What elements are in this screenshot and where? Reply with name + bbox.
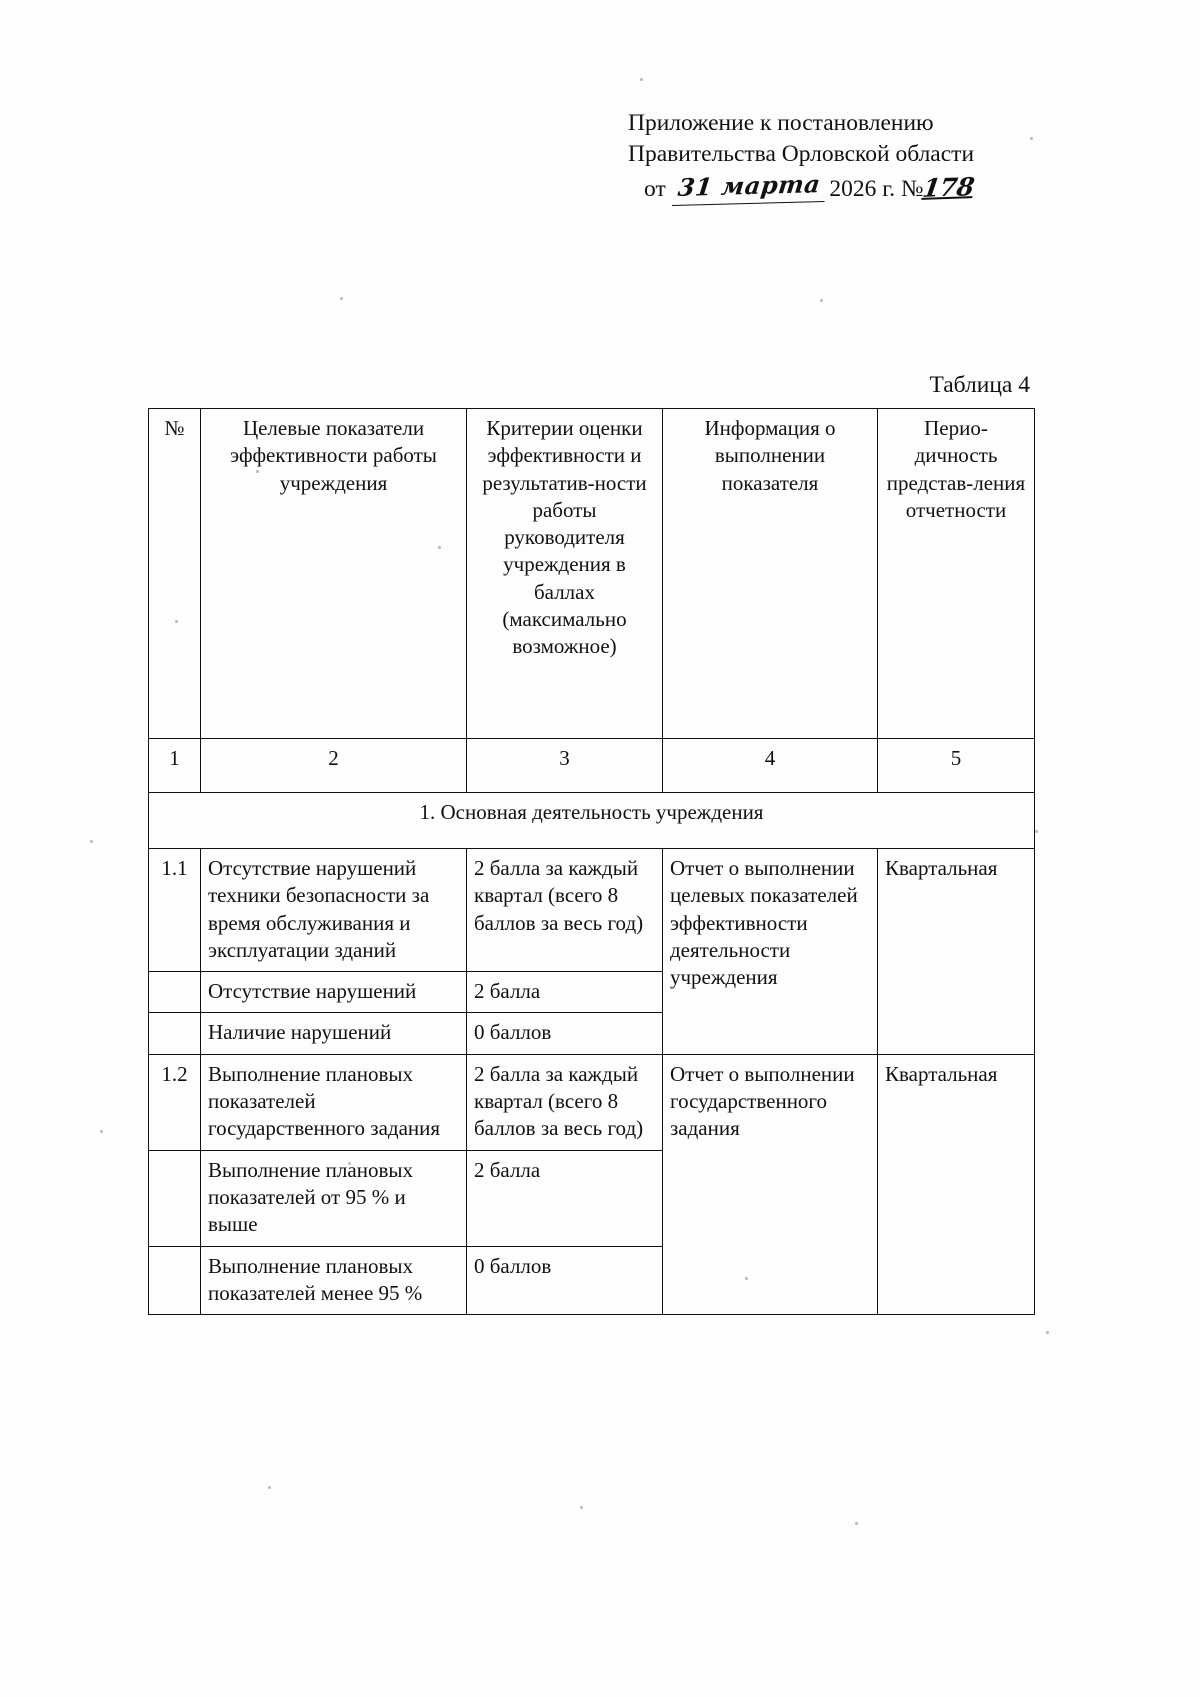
header-cell-criteria: Критерии оценки эффективности и результа… [466,408,663,739]
header-cell-period: Перио-дичность представ-ления отчетности [877,408,1035,739]
row-number-blank [148,971,201,1014]
row-info-1-1: Отчет о выполнении целевых показателей э… [662,848,878,1055]
header-cell-number: № [148,408,201,739]
header-date-prefix: от [644,175,666,202]
row-number-1-1: 1.1 [148,847,201,973]
row-criteria-1-1-b: 0 баллов [466,1012,663,1055]
row-number-blank [148,1245,201,1316]
row-criteria-1-2-a: 2 балла [466,1149,663,1247]
table-column-number-row: 1 2 3 4 5 [148,738,1035,793]
document-header: Приложение к постановлению Правительства… [628,108,1048,206]
table-row: 1.2 Выполнение плановых показателей госу… [148,1053,1035,1316]
row-period-1-2: Квартальная [877,1053,1035,1316]
header-year-label: 2026 г. № [829,175,924,202]
scan-speck [340,297,343,300]
row-indicator-1-1-a: Отсутствие нарушений [200,971,467,1014]
efficiency-indicators-table: № Целевые показатели эффективности работ… [148,408,1035,1316]
colnum-3: 3 [466,738,663,793]
scan-speck [1046,1331,1049,1334]
scan-speck [820,299,823,302]
header-line-appendix: Приложение к постановлению [628,110,934,136]
row-criteria-1-2: 2 балла за каждый квартал (всего 8 балло… [466,1053,663,1151]
table-header-row: № Целевые показатели эффективности работ… [148,408,1035,739]
row-indicator-1-2-b: Выполнение плановых показателей менее 95… [200,1245,467,1316]
row-indicator-1-2: Выполнение плановых показателей государс… [200,1053,467,1151]
section-title: 1. Основная деятельность учреждения [148,792,1035,849]
table-row: 1.1 Отсутствие нарушений техники безопас… [148,847,1035,1055]
scan-speck [100,1130,103,1133]
colnum-1: 1 [148,738,201,793]
row-number-blank [148,1012,201,1055]
colnum-4: 4 [662,738,878,793]
row-info-1-2: Отчет о выполнении государственного зада… [662,1053,878,1316]
row-indicator-1-1-b: Наличие нарушений [200,1012,467,1055]
scan-speck [1035,830,1038,833]
table-row: Выполнение плановых показателей от 95 % … [148,1149,1035,1247]
table-container: № Целевые показатели эффективности работ… [148,408,1035,1316]
header-line-date: от 31 марта 2026 г. №178 [628,167,1048,206]
row-criteria-1-1: 2 балла за каждый квартал (всего 8 балло… [466,847,663,973]
row-criteria-1-2-b: 0 баллов [466,1245,663,1316]
handwritten-date: 31 марта [671,167,828,206]
scan-speck [640,78,643,81]
handwritten-number: 178 [921,171,977,203]
row-period-1-1: Квартальная [877,848,1035,1055]
row-indicator-1-2-a: Выполнение плановых показателей от 95 % … [200,1149,467,1247]
scan-speck [855,1522,858,1525]
row-indicator-1-1: Отсутствие нарушений техники безопасност… [200,847,467,973]
table-caption: Таблица 4 [929,372,1030,398]
colnum-5: 5 [877,738,1035,793]
scan-speck [268,1486,271,1489]
colnum-2: 2 [200,738,467,793]
row-number-blank [148,1149,201,1247]
row-criteria-1-1-a: 2 балла [466,971,663,1014]
header-cell-indicator: Целевые показатели эффективности работы … [200,408,467,739]
table-row: Выполнение плановых показателей менее 95… [148,1245,1035,1316]
row-number-1-2: 1.2 [148,1053,201,1151]
table-section-row: 1. Основная деятельность учреждения [148,792,1035,849]
header-line-government: Правительства Орловской области [628,141,975,168]
scan-speck [90,840,93,843]
header-cell-info: Информация о выполнении показателя [662,408,878,739]
scan-speck [580,1506,583,1509]
table-row: Наличие нарушений 0 баллов [148,1012,1035,1055]
